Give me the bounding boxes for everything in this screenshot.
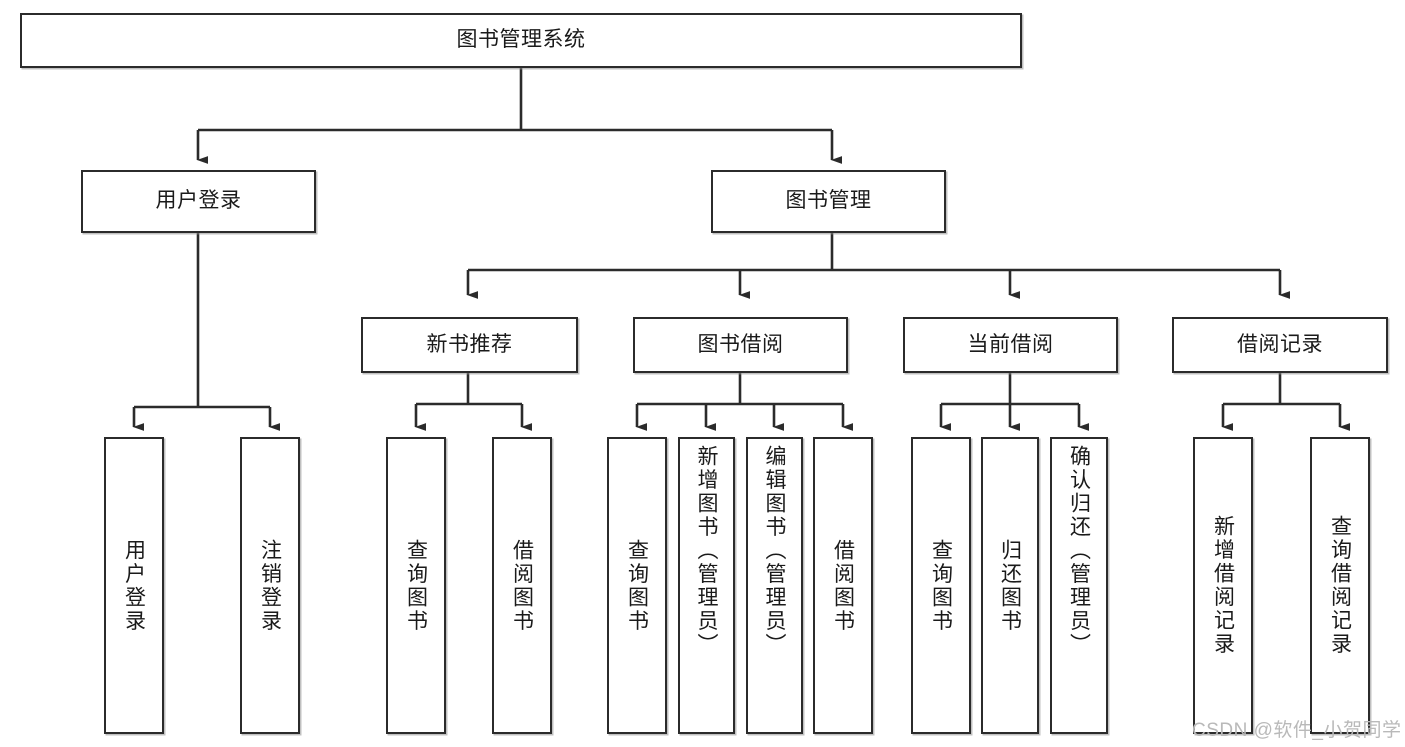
leaf-book-borrow-query[interactable]: 查询图书 (607, 437, 667, 734)
leaf-label: 新增图书（管理员） (695, 445, 718, 657)
node-root-label: 图书管理系统 (456, 28, 586, 52)
leaf-label: 注销登录 (258, 538, 282, 633)
node-user-login-label: 用户登录 (155, 189, 242, 213)
leaf-label: 借阅图书 (510, 538, 534, 633)
leaf-borrow-record-query[interactable]: 查询借阅记录 (1310, 437, 1370, 734)
node-root[interactable]: 图书管理系统 (20, 13, 1022, 68)
node-book-management-label: 图书管理 (785, 189, 872, 213)
leaf-current-borrow-query[interactable]: 查询图书 (911, 437, 971, 734)
leaf-book-borrow-borrow[interactable]: 借阅图书 (813, 437, 873, 734)
leaf-label: 新增借阅记录 (1211, 515, 1235, 656)
leaf-book-borrow-add[interactable]: 新增图书（管理员） (678, 437, 735, 734)
leaf-label: 查询借阅记录 (1328, 515, 1352, 656)
node-book-borrow[interactable]: 图书借阅 (633, 317, 848, 373)
leaf-label: 查询图书 (929, 538, 953, 633)
watermark: CSDN @软件_小贺同学 (1192, 720, 1402, 741)
leaf-new-book-query[interactable]: 查询图书 (386, 437, 446, 734)
leaf-label: 借阅图书 (831, 538, 855, 633)
leaf-new-book-borrow[interactable]: 借阅图书 (492, 437, 552, 734)
node-current-borrow[interactable]: 当前借阅 (903, 317, 1118, 373)
node-user-login[interactable]: 用户登录 (81, 170, 316, 233)
leaf-borrow-record-add[interactable]: 新增借阅记录 (1193, 437, 1253, 734)
leaf-label: 查询图书 (625, 538, 649, 633)
node-book-borrow-label: 图书借阅 (697, 332, 784, 356)
node-book-management[interactable]: 图书管理 (711, 170, 946, 233)
leaf-label: 查询图书 (404, 538, 428, 633)
node-new-book-recommend-label: 新书推荐 (426, 332, 513, 356)
node-new-book-recommend[interactable]: 新书推荐 (361, 317, 578, 373)
node-current-borrow-label: 当前借阅 (967, 332, 1054, 356)
node-borrow-record[interactable]: 借阅记录 (1172, 317, 1388, 373)
leaf-label: 确认归还（管理员） (1067, 445, 1091, 657)
leaf-user-login-logout[interactable]: 注销登录 (240, 437, 300, 734)
leaf-current-borrow-confirm-return[interactable]: 确认归还（管理员） (1050, 437, 1108, 734)
node-borrow-record-label: 借阅记录 (1237, 332, 1323, 356)
leaf-current-borrow-return[interactable]: 归还图书 (981, 437, 1039, 734)
leaf-user-login-login[interactable]: 用户登录 (104, 437, 164, 734)
leaf-book-borrow-edit[interactable]: 编辑图书（管理员） (746, 437, 803, 734)
leaf-label: 编辑图书（管理员） (763, 445, 786, 657)
leaf-label: 用户登录 (122, 538, 146, 633)
leaf-label: 归还图书 (998, 538, 1022, 633)
